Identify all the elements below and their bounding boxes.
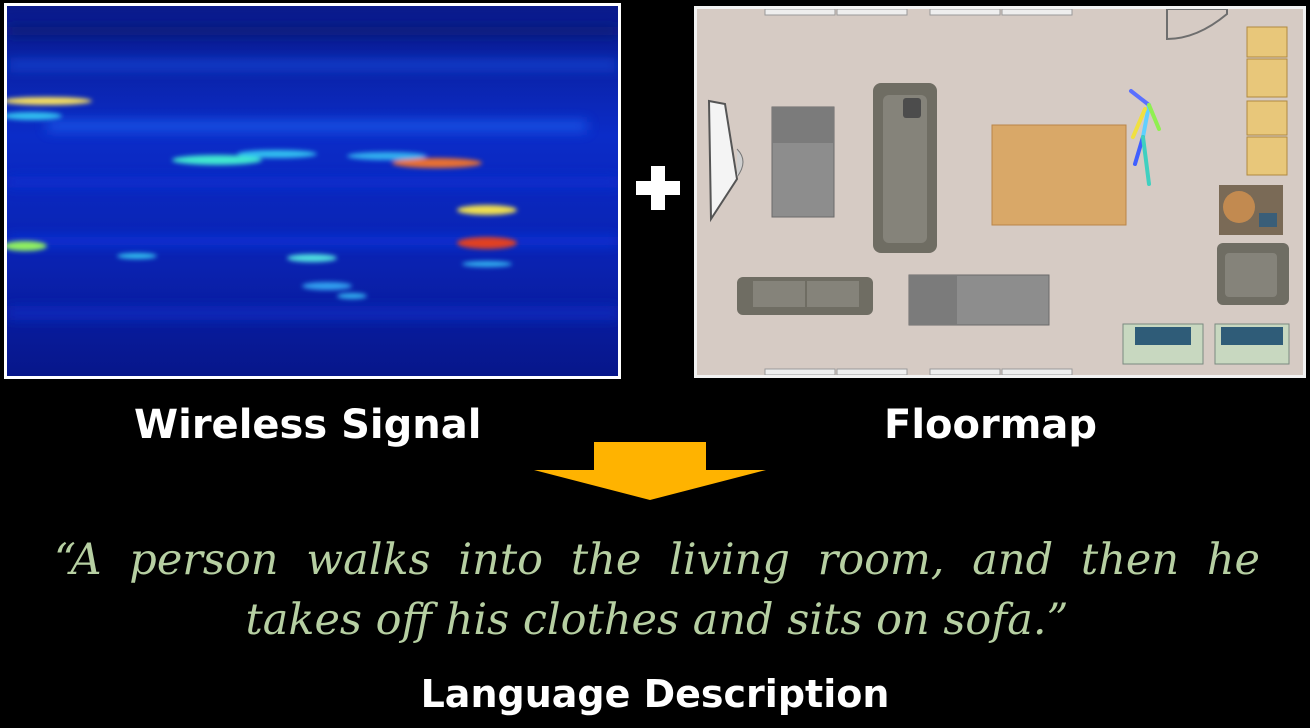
language-description-text: “A person walks into the living room, an… (54, 535, 1260, 645)
wireless-signal-heatmap (4, 3, 621, 379)
floormap-label: Floormap (884, 402, 1098, 448)
language-description-label: Language Description (420, 672, 890, 716)
floormap-graphic (697, 9, 1303, 375)
down-arrow-icon (534, 442, 766, 500)
heatmap-graphic (7, 6, 618, 376)
plus-icon (628, 158, 688, 218)
wireless-signal-label: Wireless Signal (134, 402, 482, 448)
floormap-image (694, 6, 1306, 378)
